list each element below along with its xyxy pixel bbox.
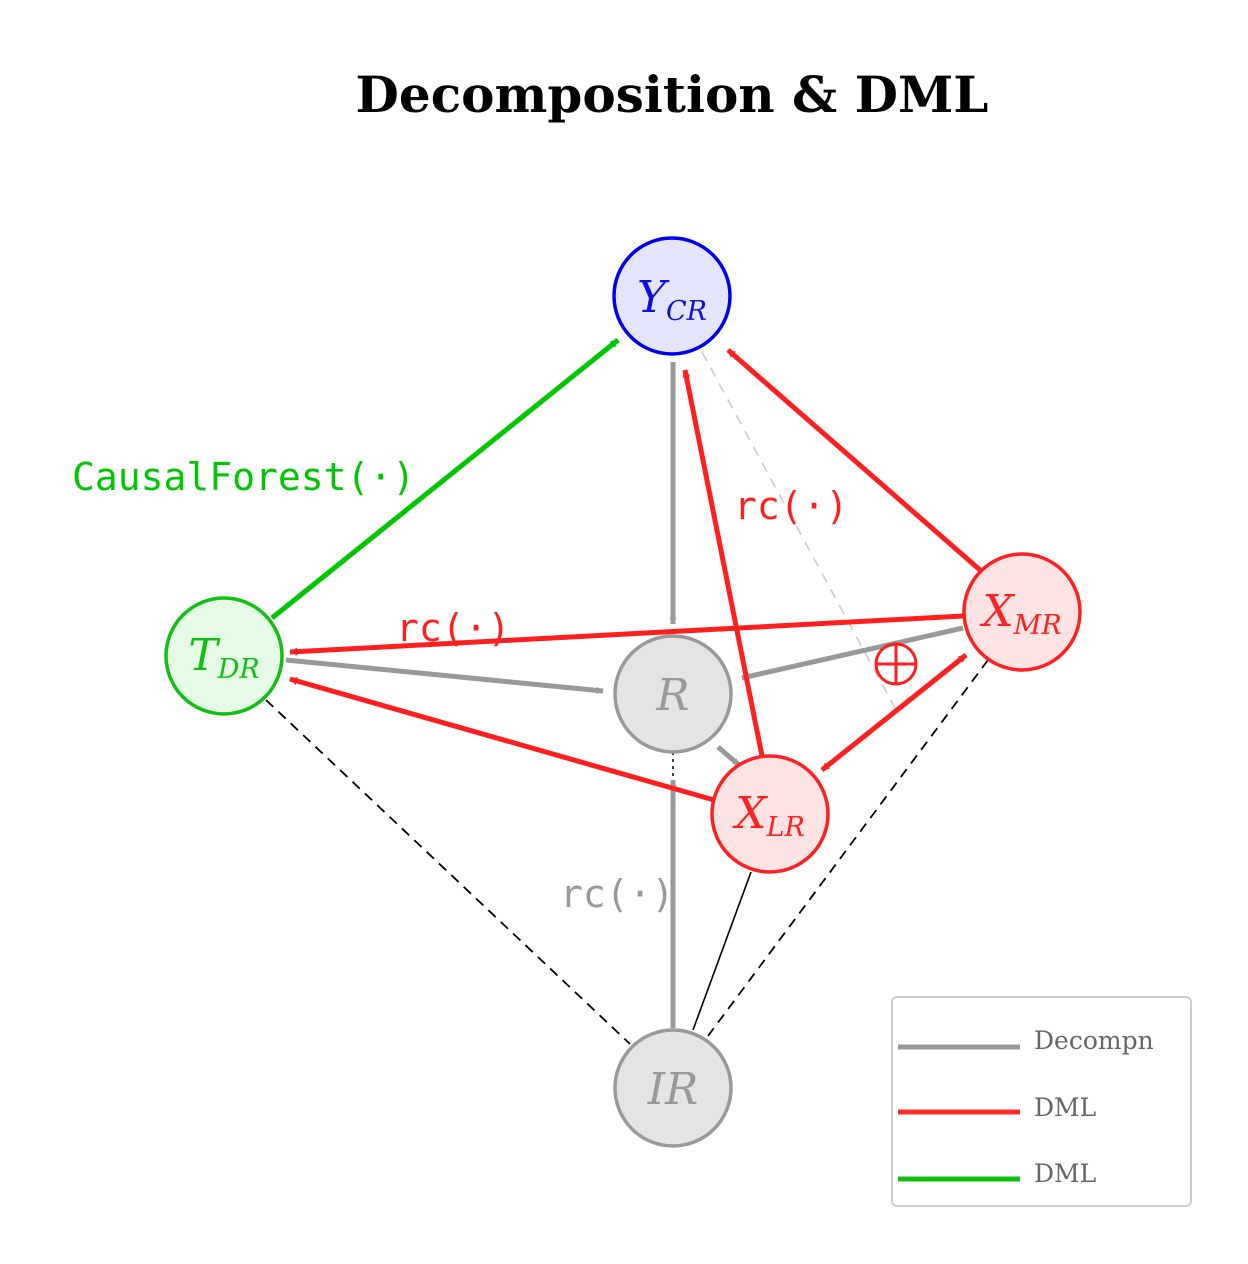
label-causal-forest: CausalForest(·) [72, 455, 415, 499]
svg-text:TDR: TDR [188, 630, 259, 685]
node-tdr-sub: DR [217, 654, 260, 685]
oplus-icon [874, 642, 918, 686]
dashed-edge-tdr-ir [265, 699, 631, 1045]
node-r-main: R [655, 670, 689, 721]
diagram-title: Decomposition & DML [356, 65, 989, 124]
node-xmr: XMR [962, 552, 1082, 672]
node-tdr: TDR [164, 596, 284, 716]
node-ir: IR [613, 1028, 733, 1148]
label-rc-top: rc(·) [734, 484, 848, 528]
node-xlr-main: X [732, 788, 768, 839]
dml-edge-xlr-tdr [289, 676, 715, 803]
node-r: R [613, 634, 733, 754]
node-xlr: XLR [710, 754, 830, 874]
svg-text:R: R [655, 670, 689, 721]
svg-text:XMR: XMR [979, 586, 1061, 641]
svg-text:IR: IR [647, 1064, 699, 1115]
label-rc-mid: rc(·) [396, 606, 510, 650]
dml-edge-xlr-xmr-bidirectional [820, 653, 968, 772]
label-rc-gray: rc(·) [560, 872, 674, 916]
legend-label-dml-green: DML [1034, 1159, 1096, 1188]
edge-xlr-ir [692, 871, 752, 1031]
node-ycr: YCR [612, 236, 732, 356]
decomp-edge-r-xlr [716, 745, 741, 767]
node-ycr-main: Y [637, 272, 670, 323]
decomp-edge-xmr-r [741, 625, 964, 681]
dml-edge-xmr-tdr [289, 613, 964, 656]
node-ir-main: IR [647, 1064, 699, 1115]
node-xmr-sub: MR [1013, 610, 1062, 641]
node-ycr-sub: CR [666, 296, 707, 327]
legend-label-decompn: Decompn [1034, 1026, 1154, 1055]
node-xlr-sub: LR [766, 812, 805, 843]
legend-label-dml-red: DML [1034, 1093, 1096, 1122]
node-xmr-main: X [979, 586, 1015, 637]
dml-edge-xlr-ycr [682, 369, 765, 757]
svg-text:YCR: YCR [637, 272, 707, 327]
dml-edge-tdr-ycr [270, 338, 620, 620]
svg-text:XLR: XLR [732, 788, 805, 843]
node-tdr-main: T [188, 630, 221, 681]
legend: Decompn DML DML [891, 996, 1192, 1207]
dashed-edge-ycr-xmr [701, 351, 896, 709]
dml-edge-xmr-ycr [726, 348, 982, 572]
decomp-edge-tdr-r [285, 657, 604, 694]
